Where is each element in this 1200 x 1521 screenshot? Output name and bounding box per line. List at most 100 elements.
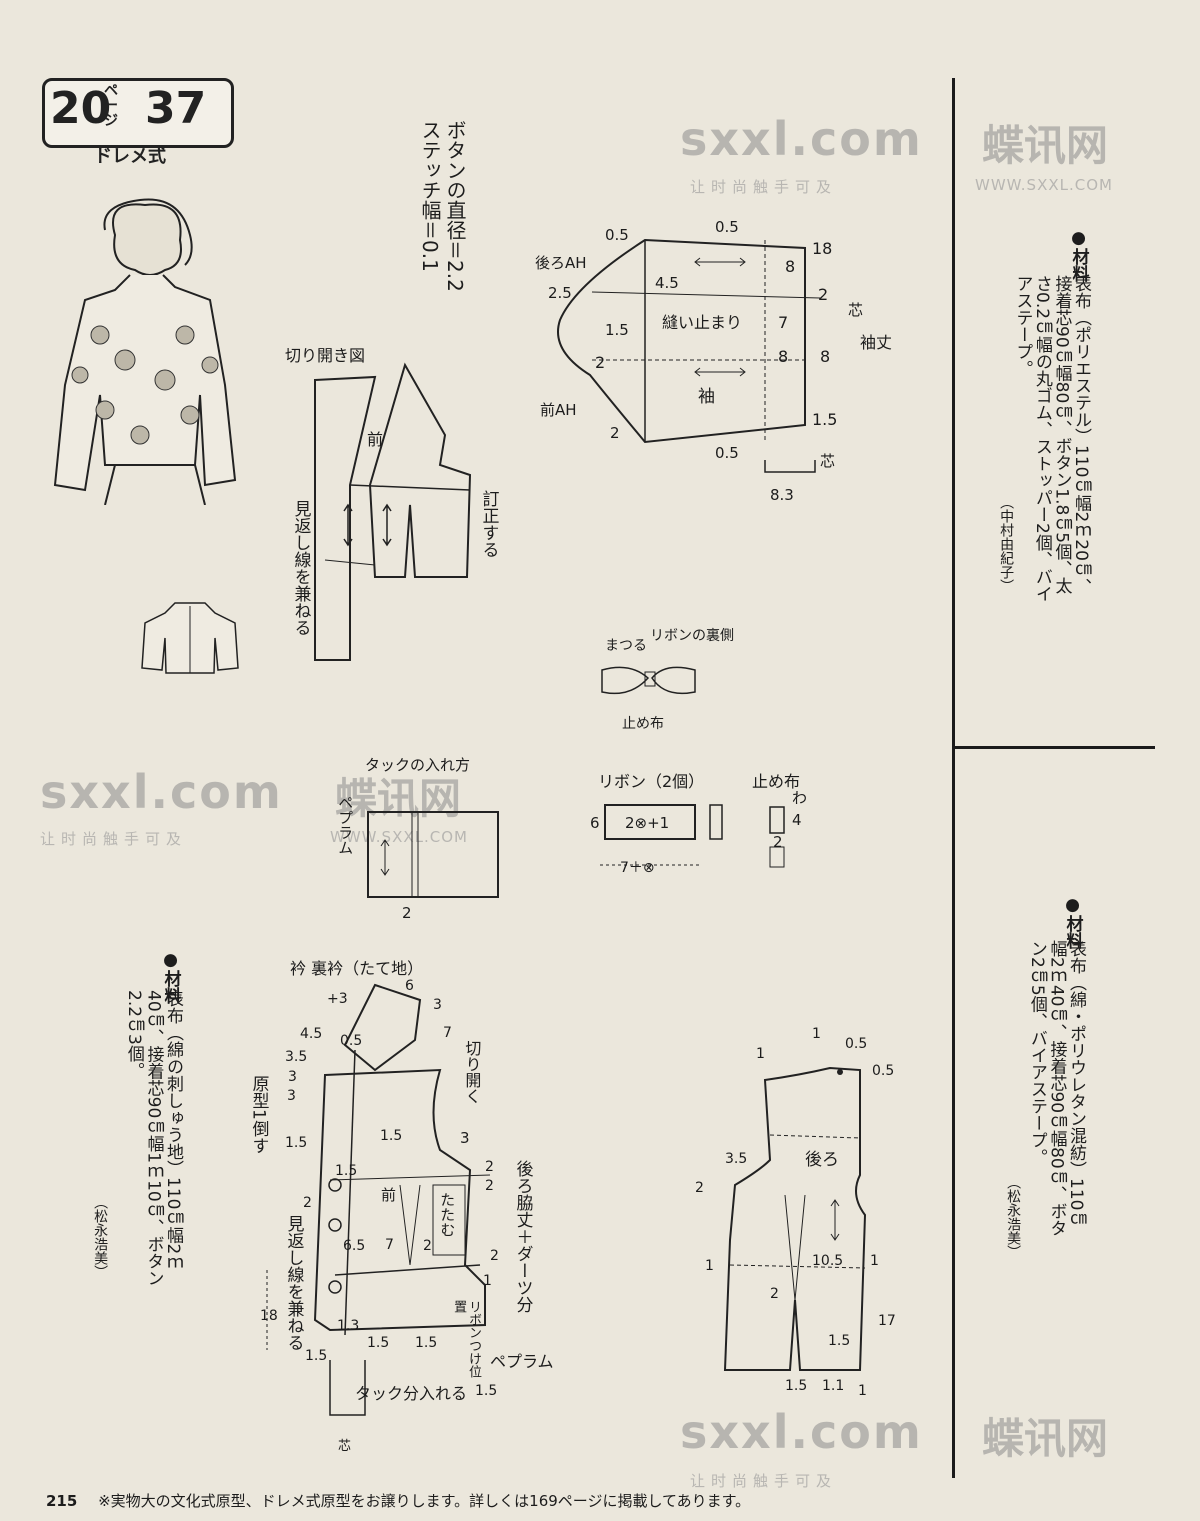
svg-text:8: 8 [778, 347, 788, 366]
collar-label: 衿 裏衿（たて地） [290, 959, 424, 978]
watermark-logo: sxxl.com [680, 112, 923, 166]
model-illustration [53, 198, 237, 505]
watermark-logo: sxxl.com [680, 1405, 923, 1459]
svg-text:10.5: 10.5 [812, 1253, 843, 1269]
svg-text:1: 1 [483, 1273, 492, 1289]
watermark-logo: sxxl.com [40, 765, 283, 819]
watermark-cn: 蝶讯网 [982, 121, 1109, 170]
svg-text:1.5: 1.5 [335, 1163, 357, 1179]
svg-text:2: 2 [490, 1248, 499, 1264]
svg-text:1: 1 [756, 1046, 765, 1062]
svg-text:0.5: 0.5 [605, 226, 629, 244]
svg-text:3.5: 3.5 [285, 1049, 307, 1065]
shin-label-3: 芯 [338, 1439, 351, 1454]
svg-text:7: 7 [385, 1237, 394, 1253]
tome-n1: 4 [792, 811, 802, 829]
svg-text:8.3: 8.3 [770, 486, 794, 504]
tatamu-label: たたむ [438, 1192, 457, 1237]
svg-text:1.5: 1.5 [785, 1378, 807, 1394]
badge-style-label: ドレメ式 [94, 146, 166, 167]
svg-text:2: 2 [818, 285, 828, 304]
svg-text:2: 2 [770, 1286, 779, 1302]
svg-text:0.5: 0.5 [715, 218, 739, 236]
svg-text:1.5: 1.5 [812, 410, 837, 429]
page-number: 215 [46, 1492, 78, 1510]
matsuru-label: まつる [605, 638, 647, 654]
back-armhole-label: 後ろAH [535, 254, 587, 272]
front-bodice-diagram-2: +3 6 3 4.5 7 3.5 0.5 3 3 1.5 1.5 3 2 2 1… [260, 978, 499, 1454]
materials-heading-3: ●材料 [160, 950, 181, 1004]
svg-text:0.5: 0.5 [340, 1033, 362, 1049]
back-bodice-diagram: 1 1 0.5 0.5 3.5 2 10.5 1 1 2 17 1.5 1.5 … [695, 1026, 896, 1399]
sodetake-label: 袖丈 [860, 333, 892, 352]
front-bodice-diagram: 前 [314, 362, 472, 661]
ribbon-position-label: リボンつけ位置 [451, 1300, 481, 1378]
svg-text:2: 2 [695, 1180, 704, 1196]
watermark-cn: 蝶讯网 [335, 774, 462, 823]
svg-text:4.5: 4.5 [655, 274, 679, 292]
svg-text:4.5: 4.5 [300, 1026, 322, 1042]
svg-text:1.3: 1.3 [337, 1318, 359, 1334]
svg-text:3: 3 [288, 1069, 297, 1085]
teisei-label: 訂正する [478, 490, 499, 558]
front-label: 前 [367, 430, 383, 449]
front-armhole-label: 前AH [540, 401, 577, 419]
footer: 215 ※実物大の文化式原型、ドレメ式原型をお譲りします。詳しくは169ページに… [46, 1490, 750, 1511]
svg-text:2: 2 [485, 1178, 494, 1194]
svg-text:1: 1 [870, 1253, 879, 1269]
badge-page-suffix: ページ [104, 83, 118, 129]
tome-diagram: わ 4 2 [769, 789, 807, 868]
svg-text:2: 2 [610, 424, 620, 442]
materials-author: （中村由紀子） [998, 495, 1015, 593]
ribbon-formula: 7＋⊗ [620, 860, 655, 876]
peplum-label: ペプラム [336, 795, 355, 855]
tuck-num: 2 [402, 904, 412, 922]
watermark-tag: 让时尚触手可及 [690, 178, 838, 196]
tome-wa: わ [792, 789, 807, 807]
genkei-label: 原型1倒す [248, 1075, 269, 1154]
nui-label: 縫い止まり [662, 313, 742, 332]
front-label-2: 前 [381, 1186, 396, 1204]
svg-text:1: 1 [858, 1383, 867, 1399]
svg-text:1: 1 [812, 1026, 821, 1042]
mikaeshi-label: 見返し線を兼ねる [290, 500, 311, 636]
kirihiraku-label: 切り開く [462, 1040, 482, 1104]
shin-label: 芯 [848, 301, 863, 319]
shin-label-2: 芯 [820, 452, 835, 470]
watermark-tag: 让时尚触手可及 [40, 830, 188, 848]
kirihiraki-label: 切り開き図 [285, 346, 366, 365]
sleeve-diagram: 0.5 0.5 18 8 4.5 2.5 2 1.5 7 2 8 8 1.5 2… [535, 218, 892, 504]
svg-text:18: 18 [260, 1308, 278, 1324]
watermark-url: WWW.SXXL.COM [330, 828, 468, 846]
svg-text:0.5: 0.5 [715, 444, 739, 462]
tome-title: 止め布 [752, 772, 801, 791]
ribbon-ura-label: リボンの裏側 [650, 627, 734, 644]
tuck-diagram: タックの入れ方 2 [365, 756, 499, 922]
svg-text:17: 17 [878, 1313, 896, 1329]
tome-n2: 2 [773, 833, 783, 851]
svg-text:18: 18 [812, 239, 832, 258]
svg-text:1.5: 1.5 [605, 321, 629, 339]
peplum-label-2: ペプラム [490, 1352, 554, 1371]
svg-text:3.5: 3.5 [725, 1151, 747, 1167]
svg-text:6: 6 [405, 978, 414, 994]
watermark-tag: 让时尚触手可及 [690, 1472, 838, 1490]
svg-text:3: 3 [287, 1088, 296, 1104]
ribbon-detail-diagram: まつる リボンの裏側 止め布 [601, 627, 734, 732]
materials-text: 表布（ポリエステル）110㎝幅2ｍ20㎝、接着芯90㎝幅80㎝、ボタン1.8㎝5… [1012, 275, 1091, 602]
svg-text:1.5: 1.5 [380, 1128, 402, 1144]
vertical-divider [952, 78, 955, 1478]
svg-text:1.5: 1.5 [305, 1348, 327, 1364]
mikaeshi-label-2: 見返し線を兼ねる [283, 1215, 304, 1351]
svg-text:2: 2 [595, 353, 605, 372]
svg-text:2: 2 [423, 1238, 432, 1254]
svg-text:3: 3 [460, 1129, 470, 1147]
page-badge [42, 78, 234, 148]
back-label: 後ろ [805, 1150, 839, 1170]
tuck-label: タック分入れる [355, 1384, 468, 1403]
svg-text:1: 1 [705, 1258, 714, 1274]
svg-text:0.5: 0.5 [872, 1063, 894, 1079]
tomenuno-label: 止め布 [622, 716, 664, 732]
ribbon-piece-diagram: 6 2⊗+1 7＋⊗ [590, 804, 723, 876]
materials-author-3: （松永浩美） [92, 1195, 109, 1279]
